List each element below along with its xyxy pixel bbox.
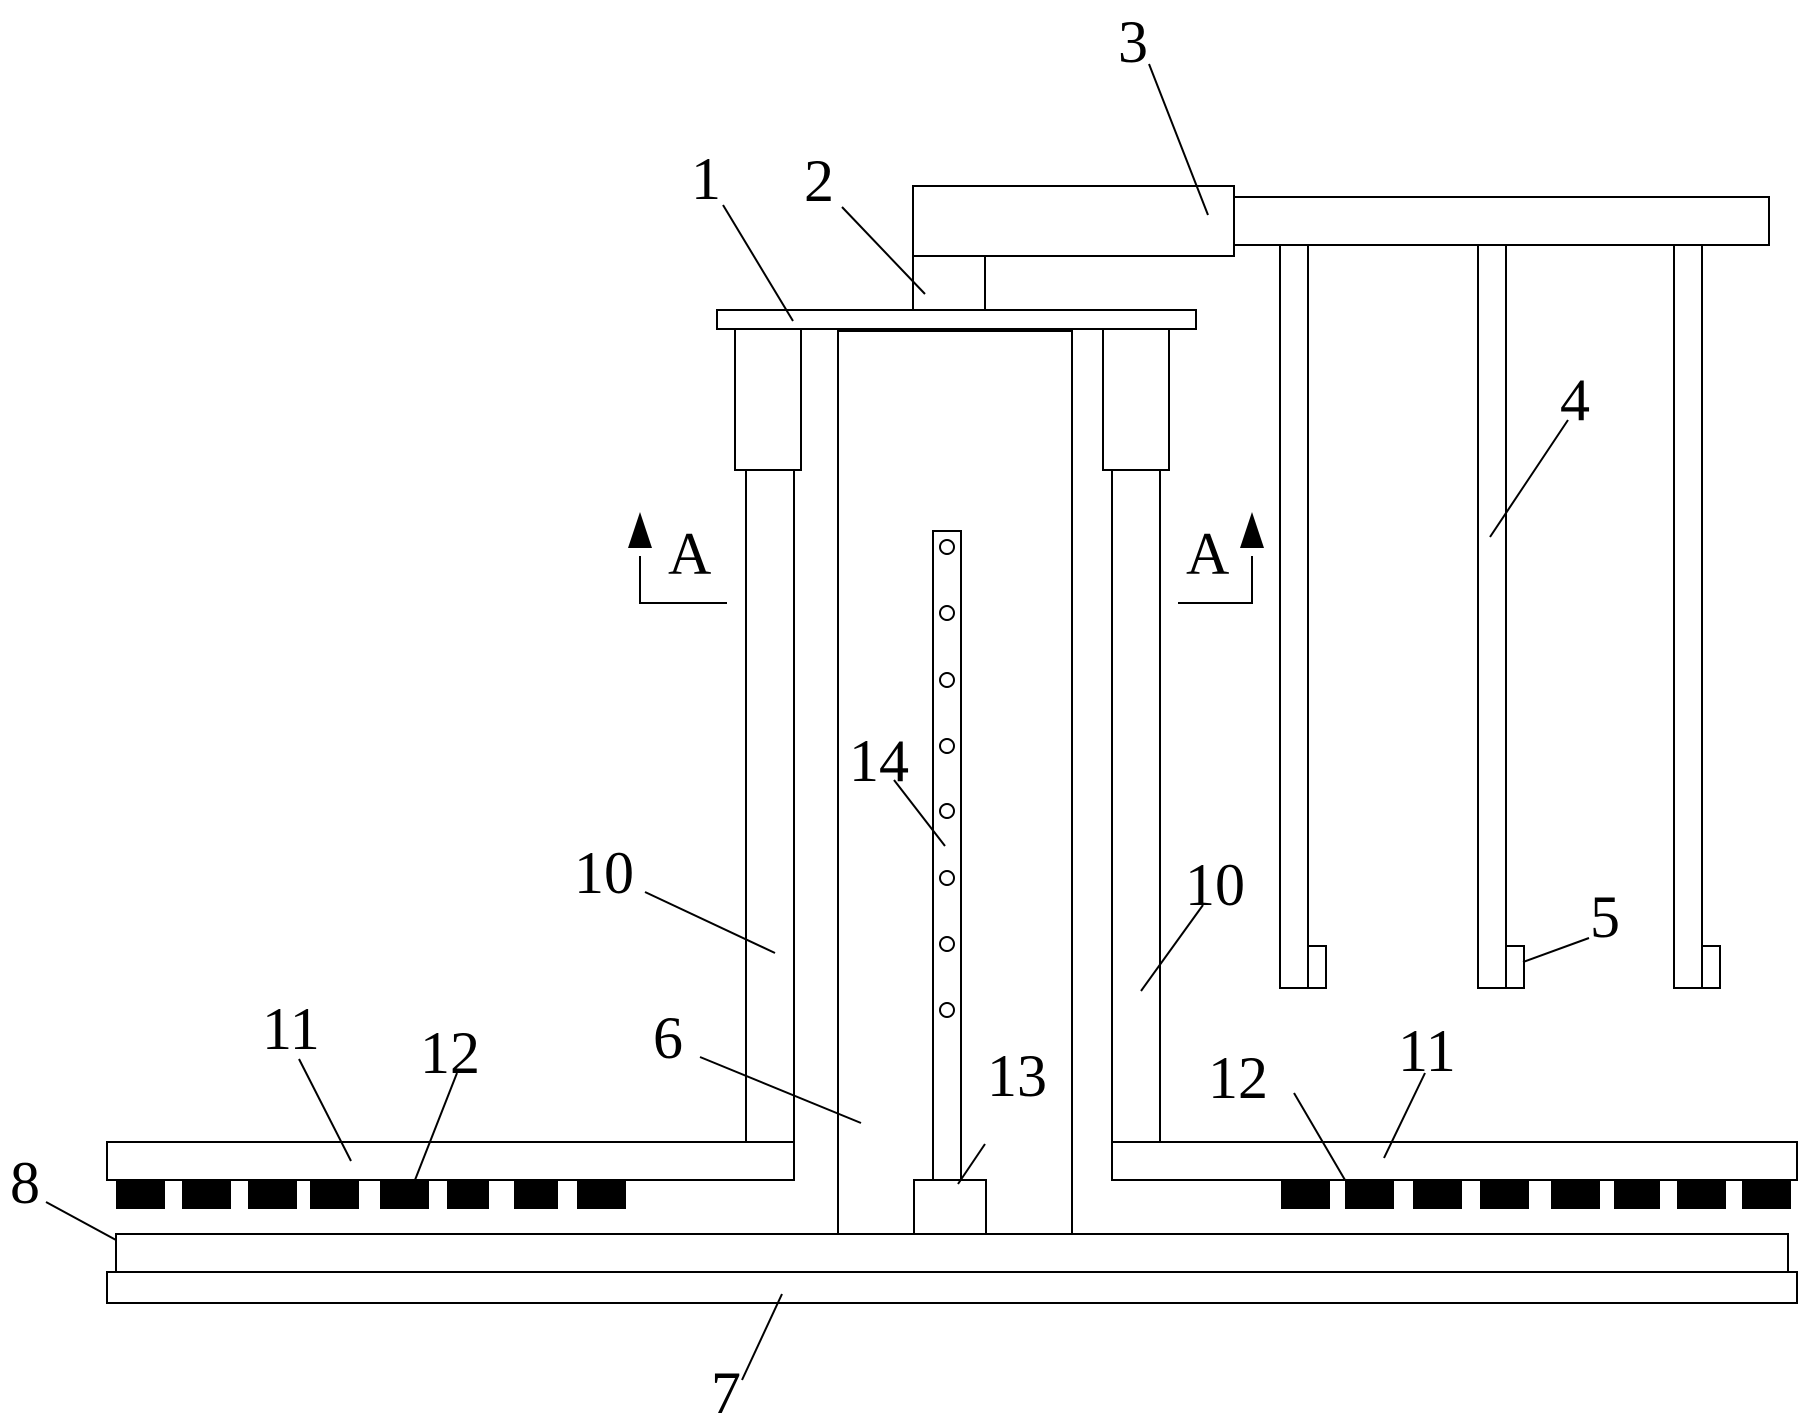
block (577, 1180, 626, 1209)
hanging-rod-left (1279, 244, 1309, 989)
left-arm-11 (106, 1141, 795, 1181)
hole (939, 1002, 955, 1018)
label-2: 2 (804, 148, 834, 214)
arm-extension (1233, 196, 1770, 246)
label-11-right: 11 (1398, 1018, 1456, 1084)
label-8: 8 (10, 1150, 40, 1216)
block (310, 1180, 359, 1209)
label-1: 1 (691, 146, 721, 212)
hole (939, 803, 955, 819)
section-mark-right: A (1178, 512, 1264, 604)
left-support-rod-10 (745, 469, 795, 1143)
base-block-13 (913, 1179, 987, 1235)
section-mark-left: A (628, 512, 727, 604)
left-blocks-12 (116, 1180, 626, 1209)
block (447, 1180, 489, 1209)
hole (939, 672, 955, 688)
label-10-right: 10 (1185, 852, 1245, 918)
arm-3 (912, 185, 1235, 257)
block (1677, 1180, 1726, 1209)
perforated-tube-14 (932, 530, 962, 1181)
section-label-left: A (668, 521, 711, 587)
block (116, 1180, 165, 1209)
hole (939, 936, 955, 952)
post-2 (912, 255, 986, 311)
hole (939, 870, 955, 886)
right-cylinder (1102, 328, 1170, 471)
label-7: 7 (711, 1360, 741, 1426)
block (1413, 1180, 1462, 1209)
label-4: 4 (1560, 367, 1590, 433)
right-blocks-12 (1281, 1180, 1791, 1209)
rail-8 (115, 1233, 1789, 1273)
hanging-rod-right (1673, 244, 1703, 989)
foot-pad-left (1307, 945, 1327, 989)
right-arm-11 (1111, 1141, 1798, 1181)
block (514, 1180, 558, 1209)
label-5: 5 (1590, 884, 1620, 950)
block (182, 1180, 231, 1209)
foot-pad-middle (1505, 945, 1525, 989)
block (248, 1180, 297, 1209)
block (1480, 1180, 1529, 1209)
tube-holes (939, 539, 955, 1018)
label-11-left: 11 (262, 996, 320, 1062)
block (1614, 1180, 1660, 1209)
block (380, 1180, 429, 1209)
label-6: 6 (653, 1005, 683, 1071)
hole (939, 539, 955, 555)
left-cylinder (734, 328, 802, 471)
block (1551, 1180, 1600, 1209)
label-14: 14 (849, 728, 909, 794)
block (1281, 1180, 1330, 1209)
label-13: 13 (987, 1043, 1047, 1109)
block (1742, 1180, 1791, 1209)
base-plate-7 (106, 1271, 1798, 1304)
leader-lines (45, 63, 1590, 1381)
label-12-left: 12 (420, 1020, 480, 1086)
section-label-right: A (1186, 521, 1229, 587)
hole (939, 738, 955, 754)
foot-pad-right (1701, 945, 1721, 989)
label-10-left: 10 (574, 840, 634, 906)
hole (939, 605, 955, 621)
right-support-rod-10 (1111, 469, 1161, 1143)
hanging-rod-middle (1477, 244, 1507, 989)
label-12-right: 12 (1208, 1045, 1268, 1111)
label-3: 3 (1118, 9, 1148, 75)
block (1345, 1180, 1394, 1209)
